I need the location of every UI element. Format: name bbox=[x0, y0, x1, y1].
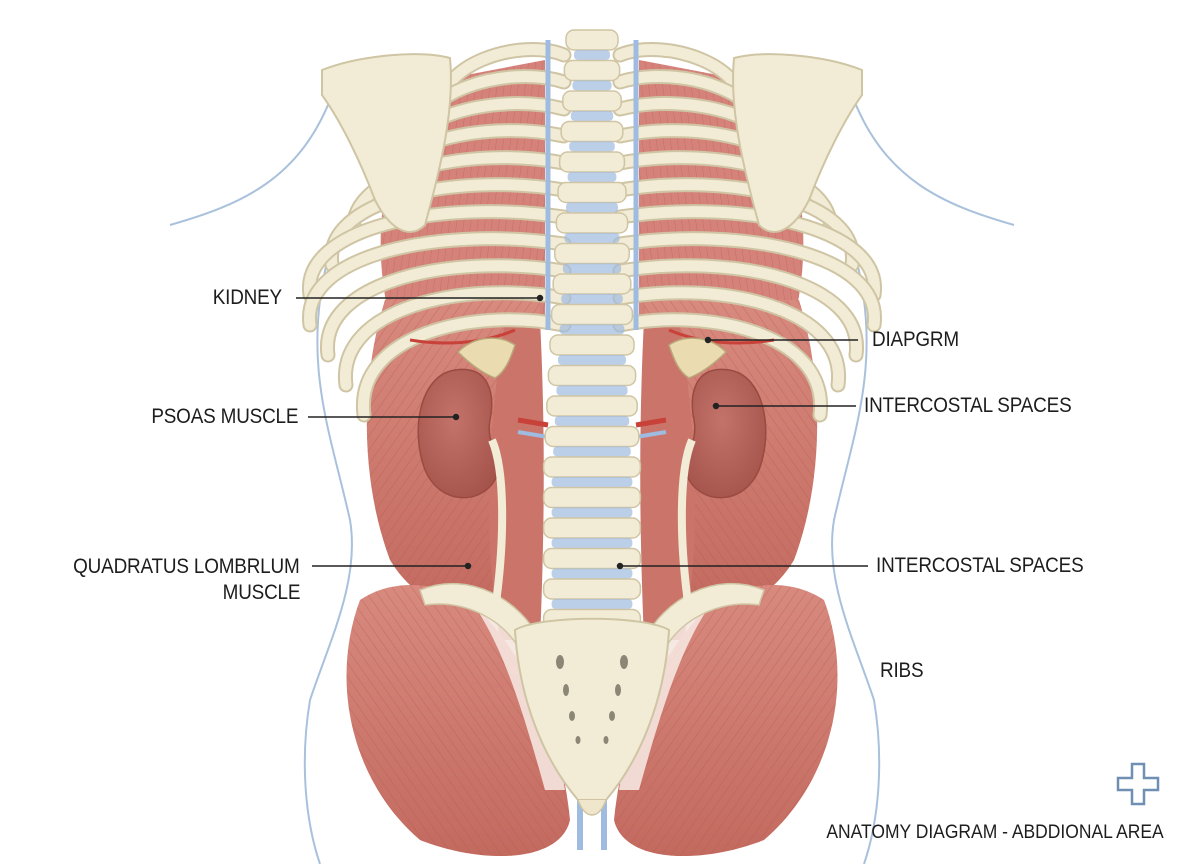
body-outline bbox=[169, 94, 1015, 864]
vertebra bbox=[563, 59, 621, 82]
sacrum bbox=[513, 617, 671, 816]
vertebra bbox=[554, 242, 630, 265]
vertebra bbox=[550, 303, 634, 326]
vertebra bbox=[542, 486, 642, 509]
medical-cross-icon bbox=[1116, 762, 1160, 806]
intervertebral-disc bbox=[562, 263, 622, 274]
spine bbox=[542, 29, 642, 640]
vertebra bbox=[547, 364, 637, 387]
vertebra bbox=[558, 151, 626, 173]
rib bbox=[614, 233, 880, 331]
rib bbox=[340, 287, 570, 391]
vertebra bbox=[549, 334, 635, 356]
intervertebral-disc bbox=[558, 355, 626, 365]
rib bbox=[322, 260, 570, 361]
intervertebral-disc bbox=[559, 324, 625, 335]
intervertebral-disc bbox=[566, 202, 618, 213]
intervertebral-disc bbox=[553, 446, 631, 457]
scapulae bbox=[321, 53, 863, 233]
intervertebral-disc bbox=[567, 172, 617, 182]
gluteal-muscles bbox=[346, 585, 838, 857]
intervertebral-disc bbox=[554, 416, 630, 426]
vertebra bbox=[544, 425, 640, 448]
intervertebral-disc bbox=[561, 294, 623, 304]
intervertebral-disc bbox=[551, 599, 633, 609]
label-quadratus-line2: MUSCLE bbox=[222, 581, 300, 604]
rib bbox=[304, 233, 570, 331]
rib bbox=[614, 260, 862, 361]
vertebra bbox=[542, 578, 642, 600]
rib bbox=[614, 314, 826, 421]
vertebra bbox=[555, 212, 629, 234]
diagram-caption: ANATOMY DIAGRAM - ABDDIONAL AREA bbox=[826, 822, 1164, 843]
intervertebral-disc bbox=[551, 568, 633, 579]
rib bbox=[304, 206, 570, 301]
intervertebral-disc bbox=[551, 477, 633, 487]
label-kidney: KIDNEY bbox=[212, 286, 282, 309]
rib bbox=[358, 314, 570, 421]
vertebra bbox=[565, 29, 619, 51]
intervertebral-disc bbox=[570, 111, 614, 121]
intervertebral-disc bbox=[556, 385, 628, 396]
label-intercostal-upper: INTERCOSTAL SPACES bbox=[864, 394, 1072, 417]
intervertebral-disc bbox=[572, 80, 612, 91]
label-diaphragm: DIAPGRM bbox=[872, 328, 959, 351]
vertebra bbox=[542, 456, 642, 478]
vertebra bbox=[560, 120, 624, 143]
intervertebral-disc bbox=[564, 233, 620, 243]
intervertebral-disc bbox=[574, 50, 610, 60]
vertebra bbox=[557, 181, 627, 204]
leader-lines bbox=[296, 294, 868, 570]
intervertebral-disc bbox=[551, 538, 633, 548]
label-intercostal-lower: INTERCOSTAL SPACES bbox=[876, 554, 1084, 577]
vertebra bbox=[552, 273, 632, 295]
vertebra bbox=[562, 90, 622, 112]
intervertebral-disc bbox=[569, 141, 615, 152]
intervertebral-disc bbox=[551, 507, 633, 518]
label-psoas-muscle: PSOAS MUSCLE bbox=[151, 405, 298, 428]
kidneys bbox=[417, 337, 767, 611]
rib bbox=[614, 287, 844, 391]
rib bbox=[614, 206, 880, 301]
vertebra bbox=[546, 395, 638, 417]
vertebra bbox=[542, 517, 642, 539]
label-ribs: RIBS bbox=[880, 659, 924, 682]
ribs bbox=[302, 42, 882, 423]
label-quadratus-line1: QUADRATUS LOMBRLUM bbox=[73, 555, 301, 578]
